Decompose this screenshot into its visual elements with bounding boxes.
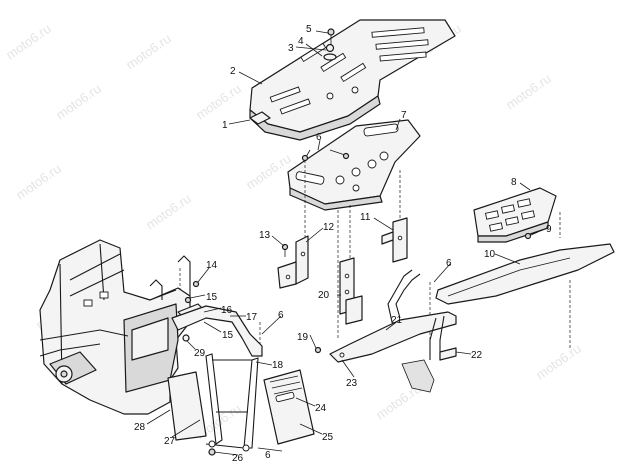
callout-5: 5 [306, 24, 312, 35]
callout-3: 3 [288, 43, 294, 54]
callout-14: 14 [206, 260, 218, 271]
callout-19: 19 [297, 332, 309, 343]
callout-24: 24 [315, 403, 327, 414]
watermark-text: moto6.ru [503, 71, 554, 113]
watermark-text: moto6.ru [13, 161, 64, 203]
callout-1: 1 [222, 120, 228, 131]
callout-25: 25 [322, 432, 334, 443]
callout-11: 11 [360, 212, 371, 223]
callout-29: 29 [194, 348, 206, 359]
watermark-text: moto6.ru [53, 81, 104, 123]
callout-17: 17 [246, 312, 258, 323]
callout-6a: 6 [316, 132, 322, 143]
callout-22: 22 [471, 350, 483, 361]
callout-9: 9 [546, 224, 552, 235]
support-bracket-right [381, 217, 408, 263]
callout-15a: 15 [206, 292, 218, 303]
callout-18: 18 [272, 360, 284, 371]
callout-labels: 1 2 3 4 5 6 6 6 6 7 8 9 10 11 12 13 14 1… [134, 24, 552, 464]
support-bracket-left [277, 235, 309, 289]
bracket-bolt [281, 243, 289, 257]
callout-12: 12 [323, 222, 335, 233]
callout-10: 10 [484, 249, 496, 260]
callout-4: 4 [298, 36, 304, 47]
callout-2: 2 [230, 66, 236, 77]
atv-front-frame [39, 239, 191, 415]
callout-6c: 6 [278, 310, 284, 321]
callout-13: 13 [259, 230, 271, 241]
frame-bolt [314, 346, 322, 354]
callout-7: 7 [401, 110, 407, 121]
guard-frame [205, 353, 259, 452]
callout-27: 27 [164, 436, 176, 447]
callout-26: 26 [232, 453, 244, 464]
callout-16: 16 [221, 305, 233, 316]
center-bracket [339, 257, 363, 325]
callout-6d: 6 [265, 450, 271, 461]
watermark-text: moto6.ru [123, 31, 174, 73]
rack-fasteners [323, 28, 337, 61]
callout-28: 28 [134, 422, 146, 433]
tube-bracket [439, 347, 457, 361]
bent-tube [171, 305, 263, 357]
callout-15b: 15 [222, 330, 234, 341]
frame-shadow [401, 359, 435, 393]
callout-21: 21 [391, 315, 403, 326]
callout-leaders [146, 30, 544, 456]
side-panel [167, 371, 207, 441]
watermark-text: moto6.ru [193, 81, 244, 123]
front-rack [249, 19, 456, 141]
watermark-text: moto6.ru [3, 21, 54, 63]
mud-flap [263, 369, 315, 445]
callout-20: 20 [318, 290, 330, 301]
watermark-text: moto6.ru [533, 341, 584, 383]
callout-8: 8 [511, 177, 517, 188]
callout-6b: 6 [446, 258, 452, 269]
frame-spacer [182, 334, 190, 342]
plate-screws [301, 149, 350, 162]
front-grille [473, 187, 557, 243]
watermark-text: moto6.ru [243, 151, 294, 193]
lower-frame-tube [329, 269, 457, 363]
front-bumper [435, 243, 615, 305]
watermark-text: moto6.ru [143, 191, 194, 233]
mounting-plate [287, 119, 421, 211]
callout-23: 23 [346, 378, 358, 389]
rack-clip [249, 111, 271, 125]
